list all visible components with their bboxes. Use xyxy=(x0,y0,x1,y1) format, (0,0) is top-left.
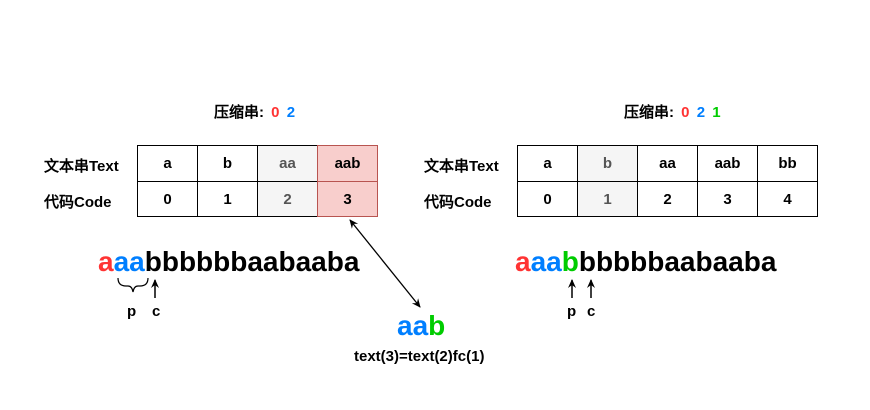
right-code-0: 0 xyxy=(681,104,690,121)
left-code-cell: 2 xyxy=(257,181,318,217)
left-pointer-p-label: p xyxy=(127,303,137,320)
left-compressed-title: 压缩串: xyxy=(214,104,264,121)
right-pointer-c-label: c xyxy=(587,303,596,320)
callout-word-green: b xyxy=(428,310,446,341)
left-compressed-label: 压缩串: 0 2 xyxy=(214,101,295,122)
right-code-cell: 3 xyxy=(697,181,758,217)
callout-formula: text(3)=text(2)fc(1) xyxy=(354,348,485,365)
left-string-seg-blue: aa xyxy=(113,246,145,277)
right-text-cell: bb xyxy=(757,145,818,182)
right-code-cell: 0 xyxy=(517,181,578,217)
right-code-row-label: 代码Code xyxy=(424,194,492,211)
right-text-row-label: 文本串Text xyxy=(424,158,499,175)
right-text-cell: a xyxy=(517,145,578,182)
left-code-cell-highlighted: 3 xyxy=(317,181,378,217)
left-pointer-c-label: c xyxy=(152,303,161,320)
callout-word: aab xyxy=(397,310,445,342)
left-string-seg-rest: bbbbbbaabaaba xyxy=(144,246,360,277)
left-code-row-label: 代码Code xyxy=(44,194,112,211)
left-text-cell-highlighted: aab xyxy=(317,145,378,182)
callout-double-arrow-icon xyxy=(349,219,421,308)
left-text-cell: a xyxy=(137,145,198,182)
right-code-1: 2 xyxy=(696,104,706,121)
right-compressed-label: 压缩串: 0 2 1 xyxy=(624,101,721,122)
left-code-1: 2 xyxy=(286,104,296,121)
right-text-cell: aa xyxy=(637,145,698,182)
left-text-row-label: 文本串Text xyxy=(44,158,119,175)
left-text-cell: aa xyxy=(257,145,318,182)
right-code-cell: 2 xyxy=(637,181,698,217)
right-string-seg-rest: bbbbbaabaaba xyxy=(578,246,777,277)
right-string-seg-green: b xyxy=(561,246,579,277)
left-code-cell: 1 xyxy=(197,181,258,217)
right-pointer-p-label: p xyxy=(567,303,577,320)
right-string-seg-red: a xyxy=(515,246,531,277)
left-code-0: 0 xyxy=(271,104,280,121)
right-code-2: 1 xyxy=(712,104,721,121)
right-code-cell: 4 xyxy=(757,181,818,217)
left-input-string: aaabbbbbbaabaaba xyxy=(98,246,359,278)
left-string-seg-red: a xyxy=(98,246,114,277)
right-input-string: aaabbbbbbaabaaba xyxy=(515,246,776,278)
left-brace-icon xyxy=(117,277,149,293)
callout-word-blue: aa xyxy=(397,310,429,341)
right-compressed-title: 压缩串: xyxy=(624,104,674,121)
right-string-seg-blue: aa xyxy=(530,246,562,277)
